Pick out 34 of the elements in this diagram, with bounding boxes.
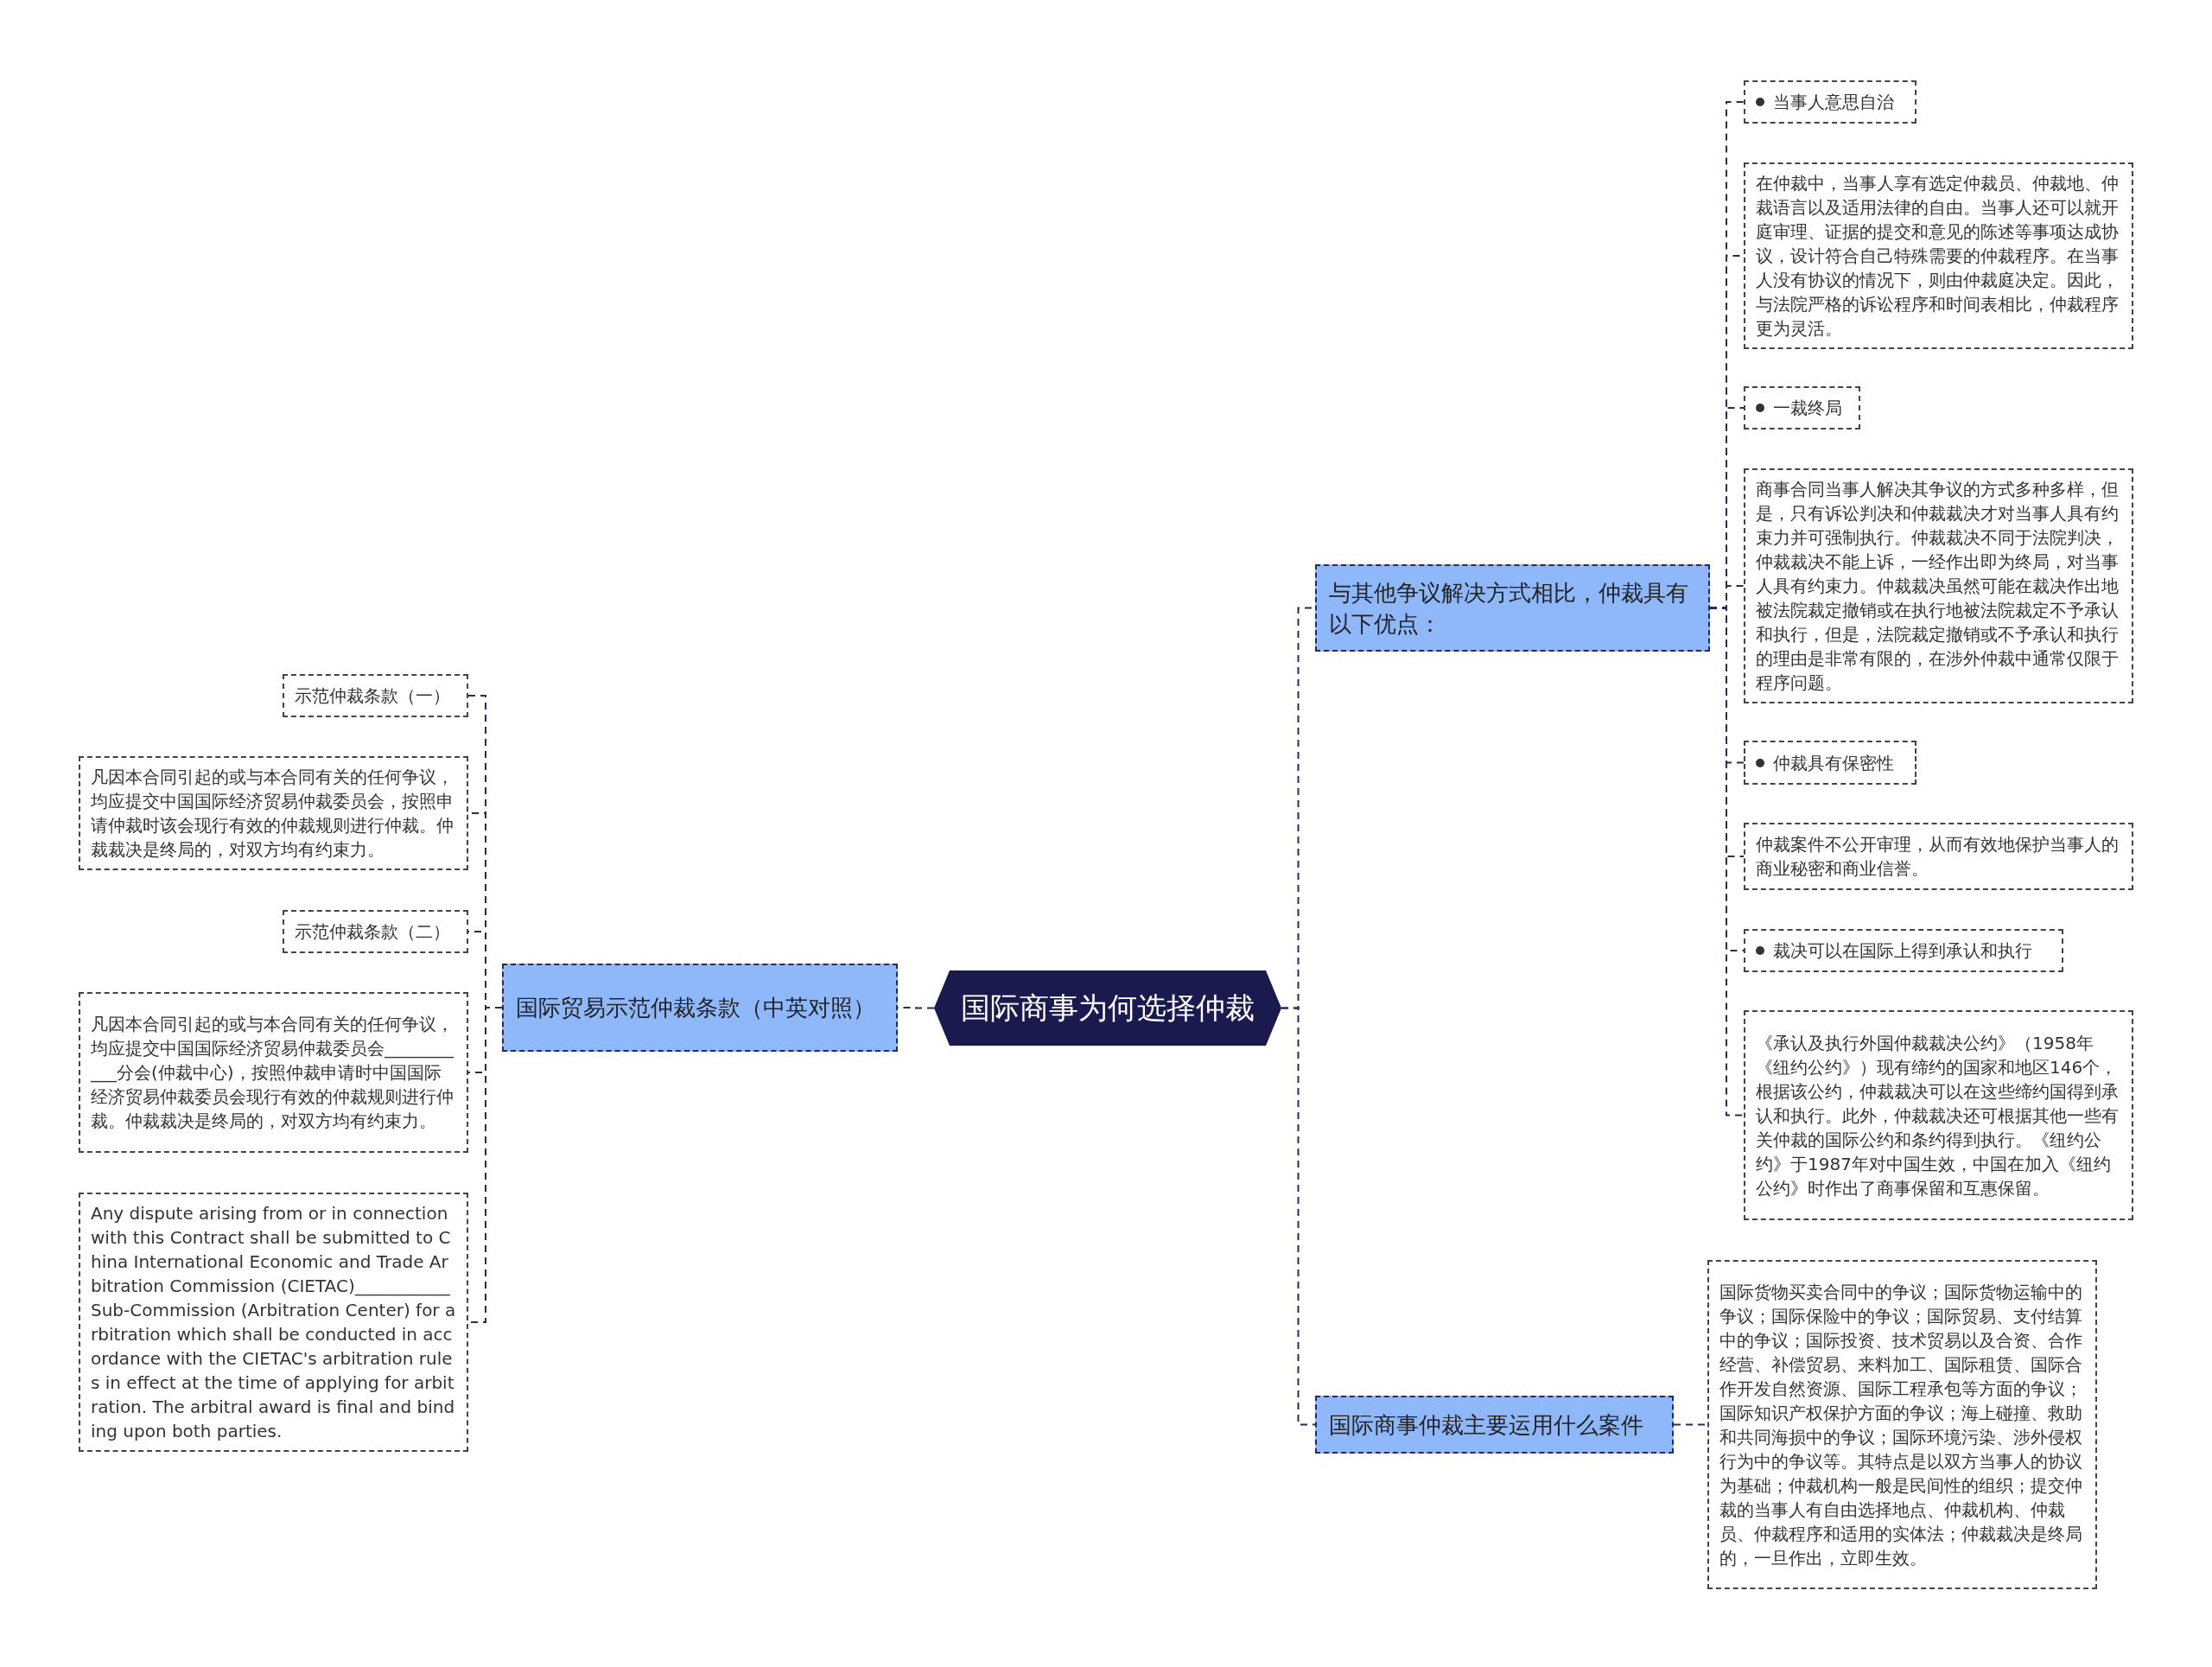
node-text: 裁决可以在国际上得到承认和执行 xyxy=(1773,939,2032,963)
text-box xyxy=(1707,1260,2097,1589)
branch-box xyxy=(502,964,898,1052)
bullet-box xyxy=(1744,80,1916,124)
node-text: 国际货物买卖合同中的争议；国际货物运输中的争议；国际保险中的争议；国际贸易、支付结算中的争议；国际投资、技术贸易以及合资、合作经营、补偿贸易、来料加工、国际租赁、国际合作开发自然资源、国际工程承包等方面的争议；国际知识产权保护方面的争议；海上碰撞、救助和共同海损中的争议；国际环境污染、涉外侵权行为中的争议等。其特点是以双方当事人的协议为基础；仲裁机构一般是民间性的组织；提交仲裁的当事人有自由选择地点、仲裁机构、仲裁员、仲裁程序和适用的实体法；仲裁裁决是终局的，一旦作出，立即生效。 xyxy=(1719,1280,2083,1570)
text-box xyxy=(79,992,468,1153)
text-box xyxy=(283,910,468,953)
text-box xyxy=(283,674,468,717)
node-text: 商事合同当事人解决其争议的方式多种多样，但是，只有诉讼判决和仲裁裁决才对当事人具有约束力并可强制执行。仲裁裁决不同于法院判决，仲裁裁决不能上诉，一经作出即为终局，对当事人具有约束力。仲裁裁决虽然可能在裁决作出地被法院裁定撤销或在执行地被法院裁定不予承认和执行，但是，法院裁定撤销或不予承认和执行的理由是非常有限的，在涉外仲裁中通常仅限于程序问题。 xyxy=(1756,478,2120,695)
branch-label: 与其他争议解决方式相比，仲裁具有以下优点： xyxy=(1329,578,1689,639)
bullet-box xyxy=(1744,929,2063,972)
text-box xyxy=(1744,823,2133,890)
bullet-box xyxy=(1744,741,1916,785)
bullet-box xyxy=(1744,386,1860,429)
branch-box xyxy=(1315,564,1710,652)
connector-line xyxy=(1281,1007,1316,1426)
node-text: 仲裁案件不公开审理，从而有效地保护当事人的商业秘密和商业信誉。 xyxy=(1756,833,2120,881)
node-text: 凡因本合同引起的或与本合同有关的任何争议，均应提交中国国际经济贸易仲裁委员会___________分会(仲裁中心)，按照仲裁申请时中国国际经济贸易仲裁委员会现行有效的仲裁规则进行仲裁。仲裁裁决是终局的，对双方均有约束力。 xyxy=(91,1013,455,1133)
text-box xyxy=(1744,162,2133,349)
node-text: 在仲裁中，当事人享有选定仲裁员、仲裁地、仲裁语言以及适用法律的自由。当事人还可以就开庭审理、证据的提交和意见的陈述等事项达成协议，设计符合自己特殊需要的仲裁程序。在当事人没有协议的情况下，则由仲裁庭决定。因此，与法院严格的诉讼程序和时间表相比，仲裁程序更为灵活。 xyxy=(1756,172,2120,340)
node-text: Any dispute arising from or in connection with this Contract shall be submitted to China International Economic and Trade Arbitration Commission (CIETAC)___________Sub-Commission (Arbitration Center) for arbitration which shall be conducted in accordance with the CIETAC's arbitration rules in effect at the time of applying for arbitration. The arbitral award is final and binding upon both parties. xyxy=(91,1202,456,1443)
node-text: 一裁终局 xyxy=(1773,397,1842,420)
topic-title: 国际商事为何选择仲裁 xyxy=(961,989,1255,1027)
node-text: 仲裁具有保密性 xyxy=(1773,751,1894,775)
text-box xyxy=(1744,1010,2133,1220)
node-text: 凡因本合同引起的或与本合同有关的任何争议，均应提交中国国际经济贸易仲裁委员会，按照申请仲裁时该会现行有效的仲裁规则进行仲裁。仲裁裁决是终局的，对双方均有约束力。 xyxy=(91,766,454,862)
node-text: 当事人意思自治 xyxy=(1773,91,1894,114)
branch-box xyxy=(1315,1396,1674,1454)
node-text: 示范仲裁条款（一） xyxy=(295,684,450,708)
branch-label: 国际商事仲裁主要运用什么案件 xyxy=(1329,1410,1643,1440)
text-box xyxy=(79,756,468,870)
node-text: 《承认及执行外国仲裁裁决公约》（1958年《纽约公约》）现有缔约的国家和地区146个，根据该公约，仲裁裁决可以在这些缔约国得到承认和执行。此外，仲裁裁决还可根据其他一些有关仲裁的国际公约和条约得到执行。《纽约公约》于1987年对中国生效，中国在加入《纽约公约》时作出了商事保留和互惠保留。 xyxy=(1756,1031,2120,1200)
branch-label: 国际贸易示范仲裁条款（中英对照） xyxy=(516,994,875,1022)
node-text: 示范仲裁条款（二） xyxy=(295,920,450,944)
